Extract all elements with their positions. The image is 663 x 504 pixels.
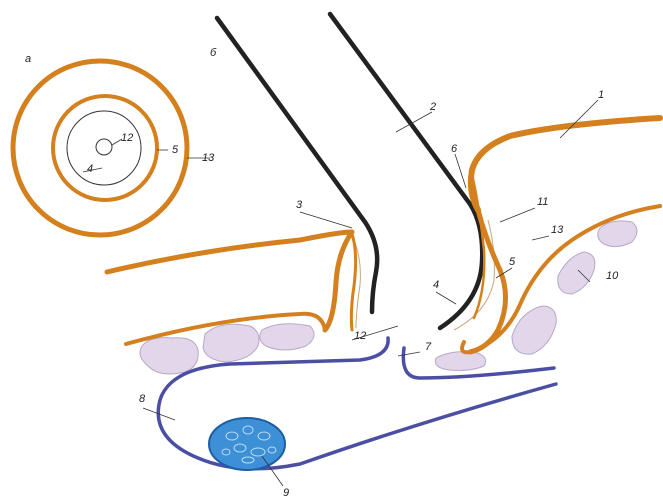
right-inner-fold [470,210,506,352]
label-2: 2 [429,101,436,113]
panel-a-label: a [25,53,31,65]
label-9: 9 [283,487,289,499]
inset-label-13: 13 [202,152,215,164]
orange-walls [107,118,660,352]
label-11: 11 [537,196,548,208]
label-13: 13 [551,224,564,236]
tissue-blob [598,221,637,247]
panel-b-label: б [210,47,217,59]
center-lumen-12 [96,139,112,155]
tissue-blobs [140,221,637,374]
label-5: 5 [509,256,516,268]
label-4: 4 [433,279,439,291]
label-3: 3 [296,199,303,211]
inset-label-12: 12 [121,132,133,144]
label-12: 12 [354,330,366,342]
tissue-blob [140,338,198,374]
inset-label-4: 4 [87,163,93,175]
right-black-wall [330,14,482,328]
labels: a б 12 4 5 13 1 2 3 6 11 13 10 5 4 12 7 … [25,47,619,499]
black-walls [217,14,482,328]
tissue-blob [435,352,485,371]
label-10: 10 [606,270,619,282]
outer-ring-13 [13,61,187,235]
right-upper-wall [471,118,660,210]
cyst-9 [209,418,285,470]
tissue-blob [260,324,314,350]
inner-ring-4 [67,111,141,185]
tissue-blob [558,252,595,294]
inset-label-5: 5 [172,144,179,156]
tissue-blob [203,324,259,362]
label-6: 6 [451,143,458,155]
label-7: 7 [425,341,432,353]
tissue-blob [512,306,556,354]
label-8: 8 [139,393,146,405]
cross-section-inset [13,61,210,235]
left-inner-wall [351,234,355,330]
left-black-wall [217,18,377,312]
label-1: 1 [598,89,604,101]
